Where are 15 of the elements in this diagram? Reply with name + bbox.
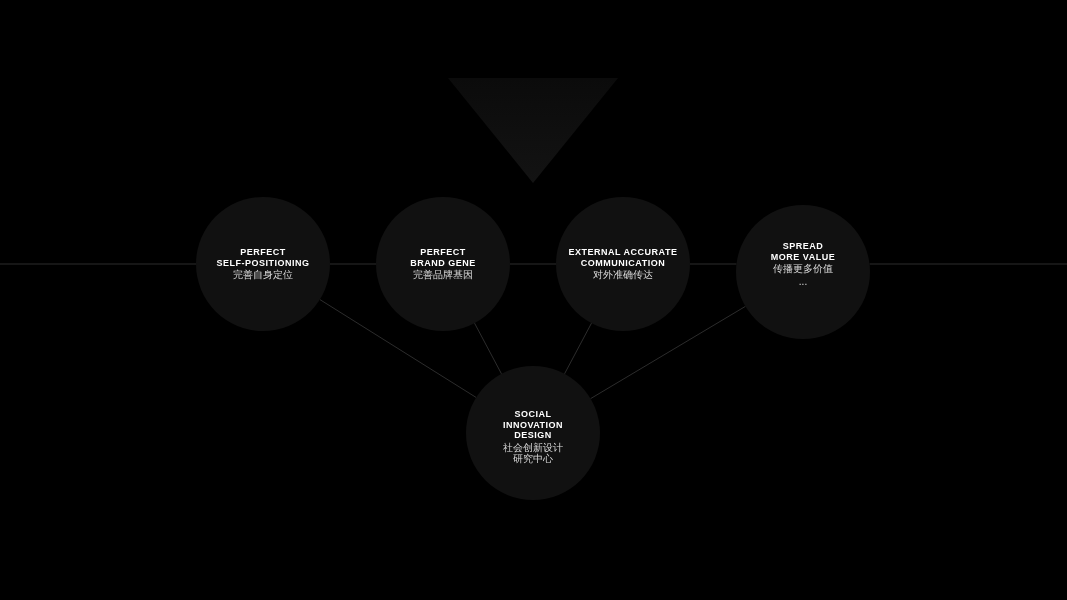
node-title: SOCIAL INNOVATION DESIGN: [501, 409, 565, 441]
connector-line: [564, 322, 592, 375]
node-subtitle: 完善品牌基因: [413, 269, 473, 281]
node-title: PERFECT SELF-POSITIONING: [215, 247, 311, 269]
node-subtitle: 传播更多价值: [773, 263, 833, 275]
node-note: ...: [798, 275, 808, 287]
node-subtitle: 社会创新设计研究中心: [502, 441, 564, 465]
node-title: PERFECT BRAND GENE: [409, 247, 477, 269]
node-title: EXTERNAL ACCURATE COMMUNICATION: [567, 247, 679, 269]
connector-line: [319, 299, 477, 398]
node-title: SPREAD MORE VALUE: [769, 241, 837, 262]
connector-line: [474, 322, 502, 375]
node-subtitle: 对外准确传达: [593, 269, 653, 281]
connector-line: [590, 305, 746, 400]
node-subtitle: 完善自身定位: [233, 269, 293, 281]
